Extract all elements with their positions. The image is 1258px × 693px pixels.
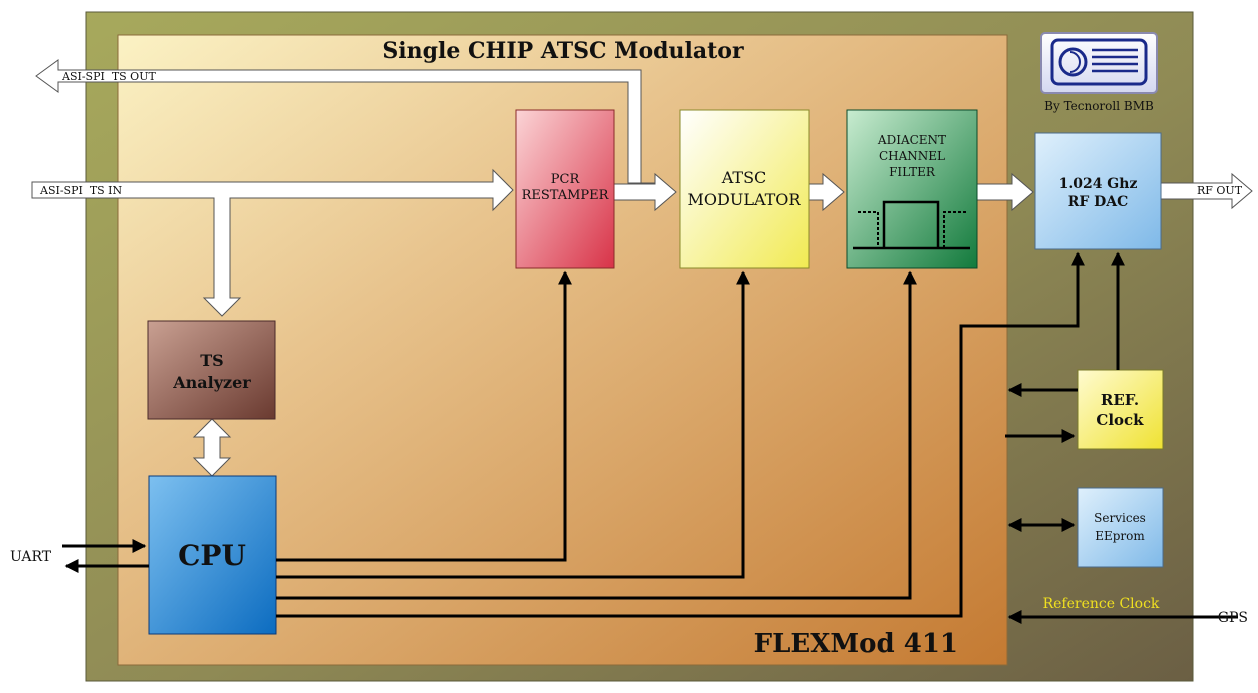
cpu-to-filter-line bbox=[276, 270, 917, 600]
cpu-block: CPU bbox=[148, 475, 277, 635]
eeprom-label-line2: EEprom bbox=[1095, 529, 1145, 543]
ts-in-bus-arrow bbox=[31, 168, 514, 317]
atsc-to-filter-arrow bbox=[808, 172, 845, 212]
cpu-to-dac-line bbox=[276, 251, 1085, 618]
pcr-to-atsc-arrow bbox=[613, 172, 677, 212]
services-eeprom-block: Services EEprom bbox=[1077, 487, 1164, 568]
dac-label-line1: 1.024 Ghz bbox=[1059, 176, 1138, 192]
rf-out-bus-arrow bbox=[1160, 172, 1253, 210]
dac-label-line2: RF DAC bbox=[1068, 194, 1129, 210]
filter-label-line2: CHANNEL bbox=[879, 149, 945, 163]
product-name: FLEXMod 411 bbox=[754, 629, 958, 659]
ref-clock-label-line2: Clock bbox=[1096, 411, 1144, 429]
ts-analyzer-block: TS Analyzer bbox=[147, 320, 276, 420]
logo: By Tecnoroll BMB bbox=[1040, 32, 1158, 113]
uart-label: UART bbox=[10, 549, 52, 565]
ts-analyzer-label-line2: Analyzer bbox=[172, 373, 251, 392]
filter-label-line3: FILTER bbox=[889, 165, 936, 179]
bandpass-filter-icon bbox=[853, 200, 970, 250]
ts-in-label: ASI-SPI TS IN bbox=[39, 184, 123, 197]
ref-clock-block: REF. Clock bbox=[1077, 369, 1164, 450]
pcr-restamper-block: PCR RESTAMPER bbox=[515, 109, 615, 269]
rf-out-label: RF OUT bbox=[1197, 184, 1243, 197]
monitor-logo-icon bbox=[1050, 38, 1148, 86]
filter-to-dac-arrow bbox=[976, 172, 1034, 212]
gps-label: GPS bbox=[1218, 610, 1248, 626]
cpu-to-pcr-line bbox=[276, 270, 572, 562]
cpu-label: CPU bbox=[178, 539, 246, 572]
rf-dac-block: 1.024 Ghz RF DAC bbox=[1034, 132, 1162, 250]
filter-label-line1: ADIACENT bbox=[877, 133, 946, 147]
ts-analyzer-label-line1: TS bbox=[200, 351, 223, 370]
atsc-label-line2: MODULATOR bbox=[688, 190, 802, 209]
ref-clock-label-line1: REF. bbox=[1101, 391, 1139, 409]
atsc-modulator-block: ATSC MODULATOR bbox=[679, 109, 810, 269]
reference-clock-label: Reference Clock bbox=[1043, 596, 1160, 612]
adjacent-channel-filter-block: ADIACENT CHANNEL FILTER bbox=[846, 109, 978, 269]
pcr-label-line1: PCR bbox=[551, 172, 581, 187]
ts-out-label: ASI-SPI TS OUT bbox=[61, 70, 156, 83]
pcr-label-line2: RESTAMPER bbox=[522, 188, 610, 203]
atsc-label-line1: ATSC bbox=[721, 168, 767, 187]
logo-caption: By Tecnoroll BMB bbox=[1044, 99, 1154, 113]
chip-title: Single CHIP ATSC Modulator bbox=[382, 38, 744, 64]
cpu-to-atsc-line bbox=[276, 270, 750, 579]
eeprom-label-line1: Services bbox=[1094, 511, 1146, 525]
